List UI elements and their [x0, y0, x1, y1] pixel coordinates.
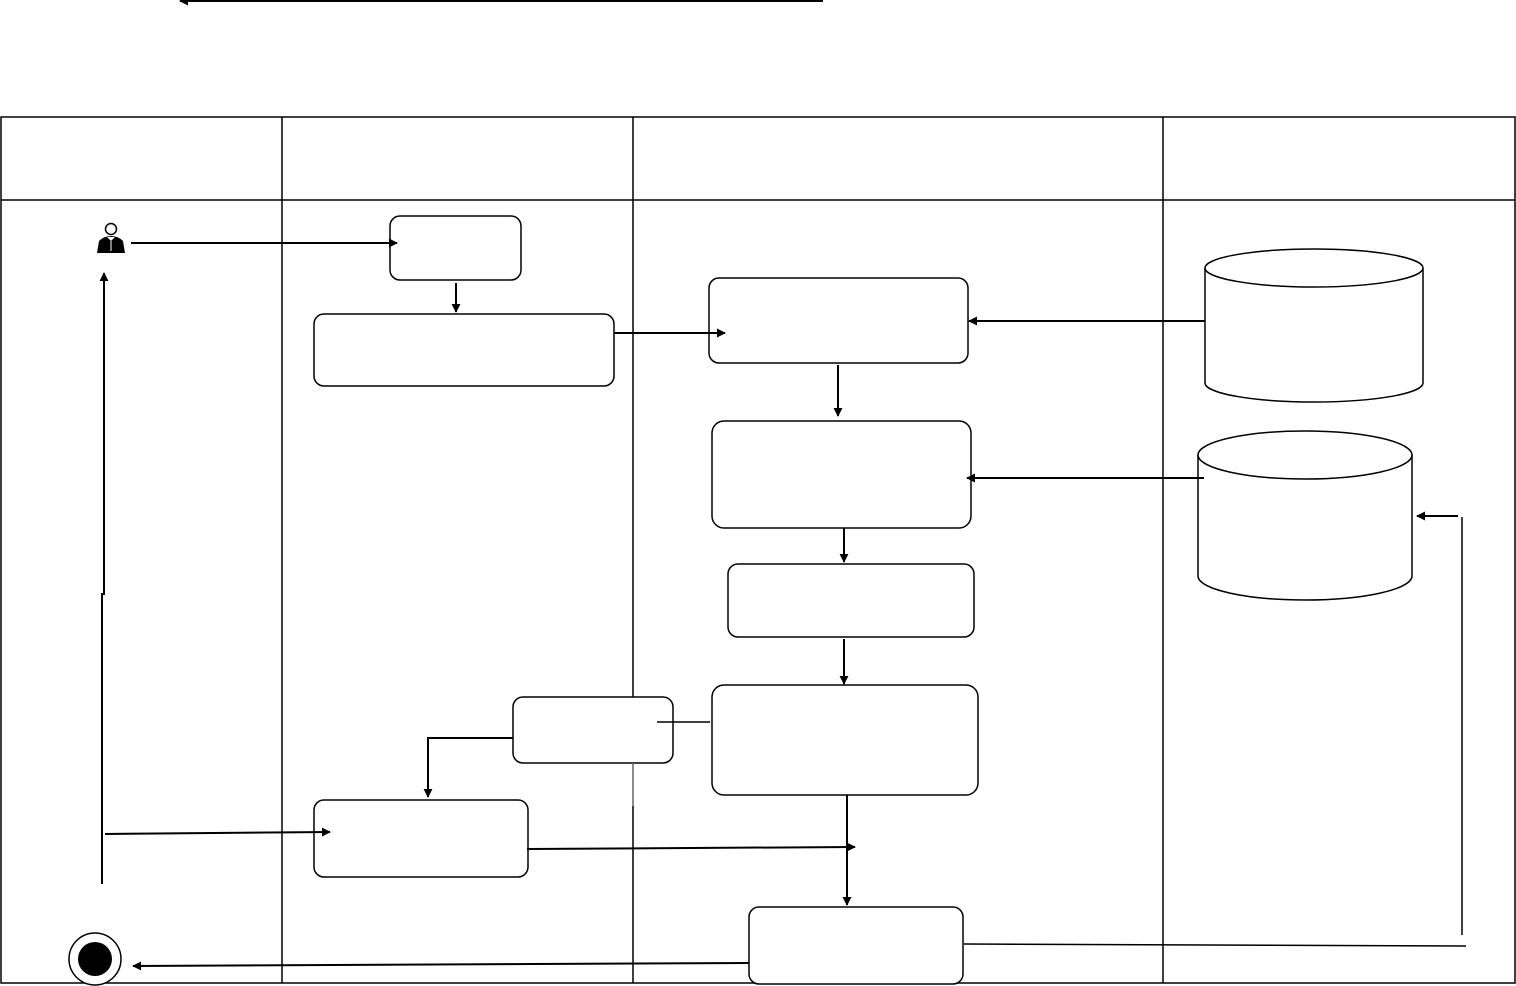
- arrow-box-i-to-end: [132, 961, 750, 971]
- arrow-box-g-to-box-h: [423, 737, 513, 798]
- arrow-end-to-actor: [99, 272, 109, 884]
- database-cylinder-1: [1204, 248, 1424, 403]
- flow-connectors: [99, 238, 1467, 971]
- process-box-d: [711, 420, 972, 529]
- end-state-icon: [68, 932, 122, 986]
- process-box-a: [389, 215, 522, 281]
- arrow-left-lane-to-box-h: [104, 827, 331, 837]
- process-box-h: [313, 799, 529, 878]
- process-box-b: [313, 313, 615, 387]
- user-icon: [97, 222, 125, 253]
- process-box-f: [711, 684, 979, 796]
- arrow-box-i-to-db2: [963, 943, 1467, 947]
- process-box-e: [727, 563, 975, 638]
- database-cylinder-2: [1197, 430, 1413, 601]
- process-box-g: [512, 696, 674, 764]
- process-box-c: [708, 277, 969, 364]
- process-box-i: [748, 906, 964, 985]
- arrow-box-h-to-box-i: [526, 842, 856, 852]
